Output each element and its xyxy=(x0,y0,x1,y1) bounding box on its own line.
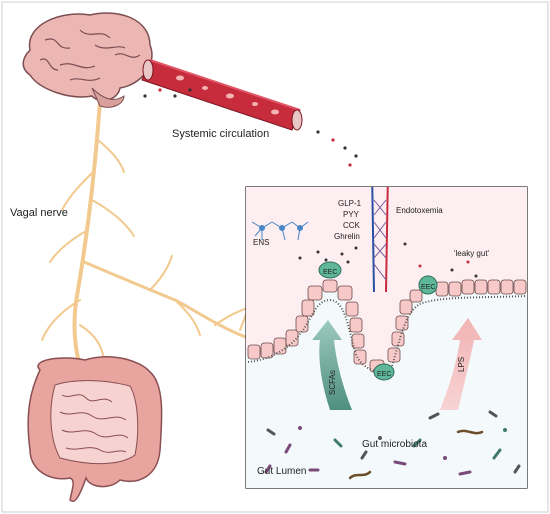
hormone-label-glp1: GLP-1 xyxy=(338,199,362,208)
epithelium xyxy=(247,279,527,373)
lps-arrow xyxy=(440,318,482,410)
gut-wall-inset: EEC EEC EEC xyxy=(245,186,528,489)
gut-microbiota-label: Gut microbiota xyxy=(362,439,427,450)
neuron-icon xyxy=(251,221,309,241)
scfas-label: SCFAs xyxy=(328,370,337,395)
hormone-label-pyy: PYY xyxy=(343,210,360,219)
eec-label-1: EEC xyxy=(323,269,337,276)
endotoxin-dots xyxy=(403,242,478,278)
colon-icon xyxy=(27,356,163,502)
vagal-nerve xyxy=(41,98,268,374)
ens-label: ENS xyxy=(253,238,269,247)
eec-label-2: EEC xyxy=(421,284,435,291)
leaky-gut-label: 'leaky gut' xyxy=(454,249,490,258)
blood-vessel xyxy=(141,59,303,131)
eec-label-3: EEC xyxy=(377,371,391,378)
eec-cells xyxy=(318,261,438,381)
endotoxemia-label: Endotoxemia xyxy=(396,206,443,215)
hormone-dots xyxy=(298,246,358,264)
circulating-molecules xyxy=(143,88,358,167)
vagal-nerve-label: Vagal nerve xyxy=(10,207,68,219)
gut-lumen-label: Gut Lumen xyxy=(257,466,306,477)
hormone-label-cck: CCK xyxy=(343,221,361,230)
hormone-label-ghrelin: Ghrelin xyxy=(334,232,360,241)
scfas-arrow xyxy=(312,320,352,410)
lps-label: LPS xyxy=(457,357,466,372)
capillary xyxy=(371,187,389,293)
systemic-circulation-label: Systemic circulation xyxy=(172,128,269,140)
brain-icon xyxy=(22,12,153,108)
bacteria-icon xyxy=(264,410,521,480)
